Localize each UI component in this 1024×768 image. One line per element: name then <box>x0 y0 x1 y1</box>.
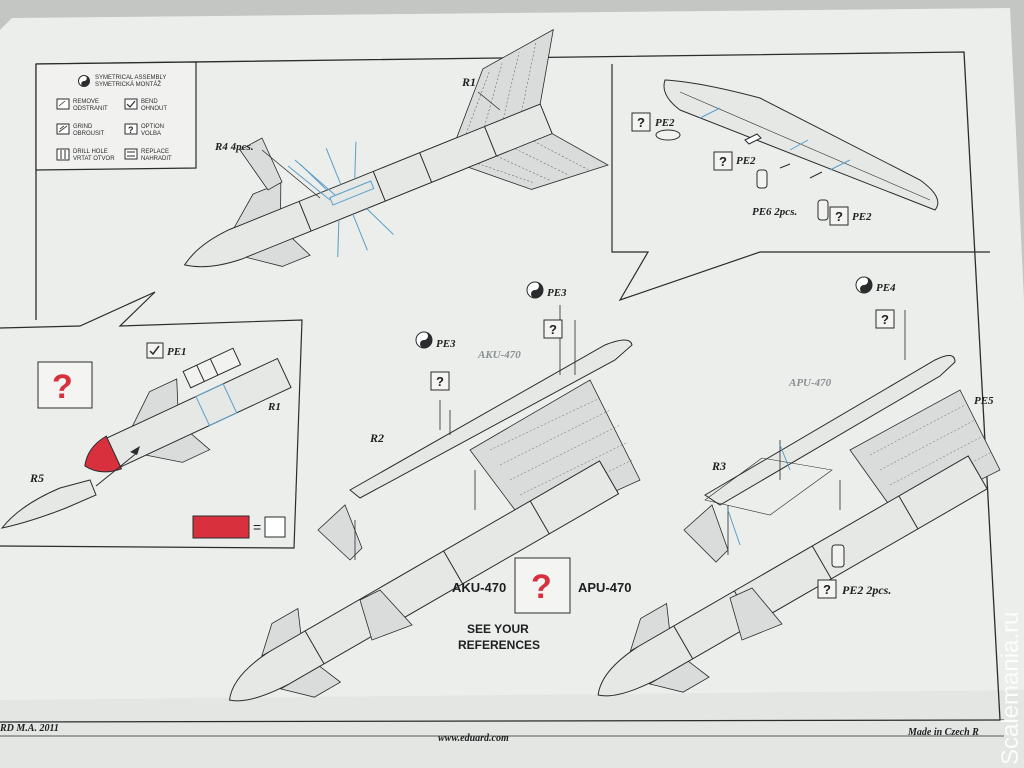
bend-icon <box>124 98 138 110</box>
legend-option-line1: OPTION <box>141 124 164 130</box>
legend-item-symmetrical: SYMETRICAL ASSEMBLY SYMETRICKÁ MONTÁŽ <box>78 75 166 88</box>
equals-sign: = <box>253 519 261 535</box>
label-r1-inset: R1 <box>267 401 281 413</box>
label-apu-gray: APU-470 <box>788 377 832 389</box>
replace-icon <box>124 148 138 160</box>
question-box <box>37 361 93 409</box>
see-references-line1: SEE YOUR <box>467 622 529 636</box>
question-box <box>514 557 571 614</box>
legend-item-bend: BEND OHNOUT <box>124 98 167 112</box>
nose-detail-panel: ? R5 PE1 R1 = <box>0 291 303 549</box>
option-mark: ? <box>719 154 727 169</box>
legend-bend-line2: OHNOUT <box>141 106 167 112</box>
label-pe3-a: PE3 <box>436 338 456 350</box>
label-pe2-c: PE2 <box>852 211 872 223</box>
label-aku-bold: AKU-470 <box>452 580 506 595</box>
drill-icon <box>56 148 70 161</box>
label-pe2-b: PE2 <box>736 155 756 167</box>
legend-grind-line2: OBROUSIT <box>73 131 105 137</box>
rail-detail-panel: ? PE2 ? PE2 PE6 2pcs. ? PE2 <box>611 64 990 302</box>
label-r5: R5 <box>29 471 44 485</box>
footer-center: www.eduard.com <box>438 733 509 744</box>
legend-drill-line1: DRILL HOLE <box>73 149 108 155</box>
legend-symmetrical-line1: SYMETRICAL ASSEMBLY <box>95 75 166 81</box>
see-references-line2: REFERENCES <box>458 638 540 652</box>
footer-right: Made in Czech R <box>907 727 979 738</box>
option-mark: ? <box>128 125 134 135</box>
legend-item-remove: REMOVE ODSTRANIT <box>56 98 108 112</box>
legend-box: SYMETRICAL ASSEMBLY SYMETRICKÁ MONTÁŽ RE… <box>35 61 197 171</box>
remove-icon <box>264 516 286 538</box>
legend-item-grind: GRIND OBROUSIT <box>56 123 105 137</box>
main-frame <box>0 51 1005 737</box>
label-pe6: PE6 2pcs. <box>752 206 797 218</box>
option-mark: ? <box>549 322 557 337</box>
legend-bend-line1: BEND <box>141 99 158 105</box>
legend-item-option: ? OPTION VOLBA <box>124 123 164 137</box>
option-mark: ? <box>436 374 444 389</box>
option-mark: ? <box>881 312 889 327</box>
see-references-note: ? AKU-470 APU-470 SEE YOUR REFERENCES <box>452 557 631 652</box>
remove-icon <box>56 98 70 110</box>
legend-replace-line1: REPLACE <box>141 149 169 155</box>
option-icon <box>124 123 138 135</box>
legend-item-drill: DRILL HOLE VRTAT OTVOR <box>56 148 115 162</box>
label-apu-bold: APU-470 <box>578 580 631 595</box>
label-aku-gray: AKU-470 <box>477 349 521 361</box>
legend-remove-line2: ODSTRANIT <box>73 106 108 112</box>
legend-drill-line2: VRTAT OTVOR <box>73 156 115 162</box>
label-r3: R3 <box>711 459 726 473</box>
apu-470-drawing: APU-470 PE4 ? PE5 R3 ? PE2 2pcs. <box>597 276 1001 697</box>
legend-replace-line2: NAHRADIT <box>141 156 172 162</box>
label-r2: R2 <box>369 431 384 445</box>
question-mark: ? <box>52 368 73 406</box>
label-pe2-a: PE2 <box>655 117 675 129</box>
legend-option-line2: VOLBA <box>141 131 161 137</box>
label-pe5: PE5 <box>974 395 994 407</box>
aku-470-drawing: AKU-470 PE3 ? PE3 ? R2 <box>228 281 641 702</box>
footer: RD M.A. 2011 www.eduard.com Made in Czec… <box>0 723 979 744</box>
option-mark: ? <box>637 115 645 130</box>
label-pe4: PE4 <box>876 282 896 294</box>
label-pe1: PE1 <box>167 346 187 358</box>
question-mark: ? <box>531 568 552 606</box>
legend-symmetrical-line2: SYMETRICKÁ MONTÁŽ <box>95 80 161 88</box>
legend-remove-line1: REMOVE <box>73 99 99 105</box>
label-r4: R4 4pcs. <box>214 141 254 153</box>
option-mark: ? <box>823 582 831 597</box>
legend-item-replace: REPLACE NAHRADIT <box>124 148 172 162</box>
red-paint-swatch <box>192 515 250 539</box>
footer-left: RD M.A. 2011 <box>0 723 59 734</box>
option-mark: ? <box>835 209 843 224</box>
label-pe2-2pcs: PE2 2pcs. <box>842 583 891 597</box>
label-r1-top: R1 <box>461 75 476 89</box>
watermark: Scalemania.ru <box>997 612 1024 765</box>
top-missile-drawing: R4 4pcs. R1 <box>183 28 609 268</box>
label-pe3-b: PE3 <box>547 287 567 299</box>
legend-grind-line1: GRIND <box>73 124 93 130</box>
